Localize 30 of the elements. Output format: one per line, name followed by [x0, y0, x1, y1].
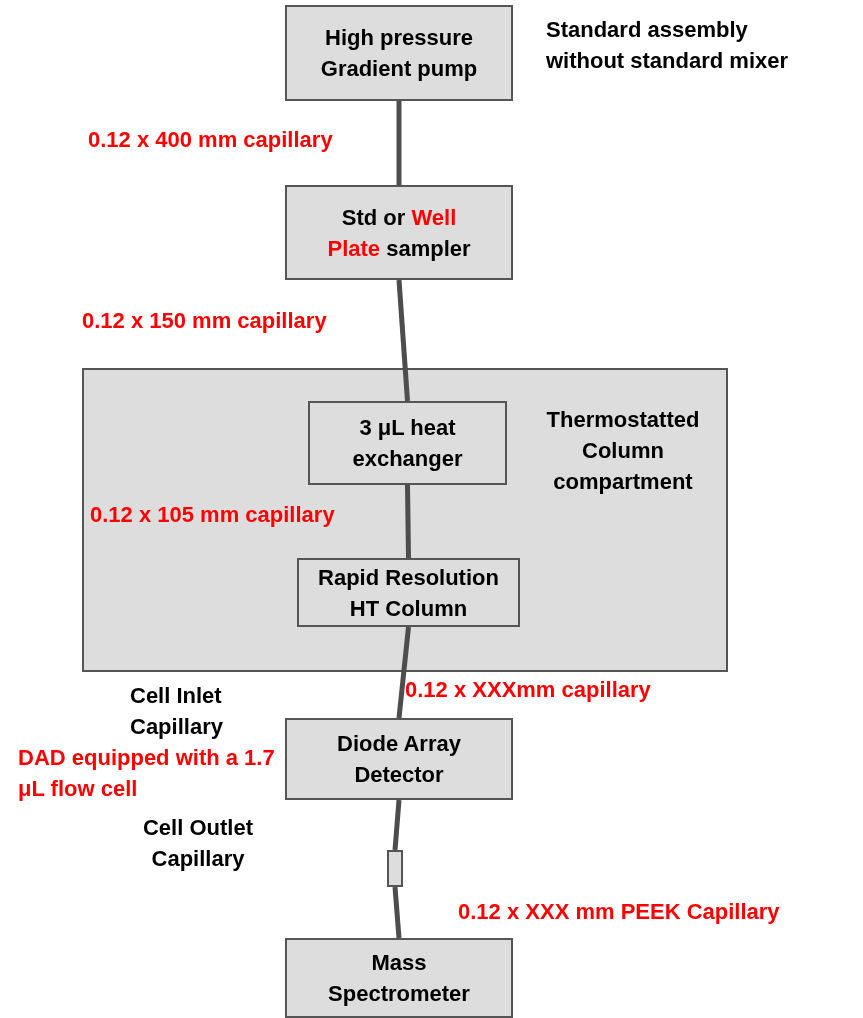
heat-exchanger-box — [308, 401, 507, 485]
edge-label: 0.12 x 400 mm capillary — [88, 126, 333, 154]
column-box — [297, 558, 520, 627]
panel-heading: Thermostatted Column compartment — [545, 406, 701, 496]
capillary-line — [405, 484, 411, 559]
box-label: Rapid Resolution HT Column — [317, 563, 500, 623]
mass-spectrometer-box — [285, 938, 513, 1018]
capillary-line — [392, 799, 402, 851]
capillary-line — [396, 626, 411, 719]
box-label: High pressure Gradient pump — [319, 24, 479, 83]
edge-label: 0.12 x 150 mm capillary — [82, 307, 327, 335]
edge-label: 0.12 x XXXmm capillary — [405, 676, 651, 704]
box-label: Diode Array Detector — [336, 730, 462, 789]
callout-label: Cell Outlet Capillary — [142, 814, 254, 873]
edge-label: 0.12 x XXX mm PEEK Capillary — [458, 898, 780, 926]
capillary-line — [392, 886, 402, 939]
box-label: 3 μL heat exchanger — [351, 414, 464, 473]
pump-box — [285, 5, 513, 101]
capillary-line — [396, 279, 410, 402]
sampler-box — [285, 185, 513, 280]
column-compartment-panel — [82, 368, 728, 672]
detector-box — [285, 718, 513, 800]
connector-union — [387, 850, 403, 887]
box-label: Mass Spectrometer — [327, 949, 471, 1008]
callout-label: DAD equipped with a 1.7 μL flow cell — [18, 744, 276, 803]
capillary-line — [396, 101, 402, 185]
box-label: Std or Well Plate sampler — [326, 203, 472, 263]
note-text: Standard assembly without standard mixer — [546, 16, 790, 75]
callout-label: Cell Inlet Capillary — [130, 682, 224, 741]
edge-label: 0.12 x 105 mm capillary — [90, 501, 335, 529]
